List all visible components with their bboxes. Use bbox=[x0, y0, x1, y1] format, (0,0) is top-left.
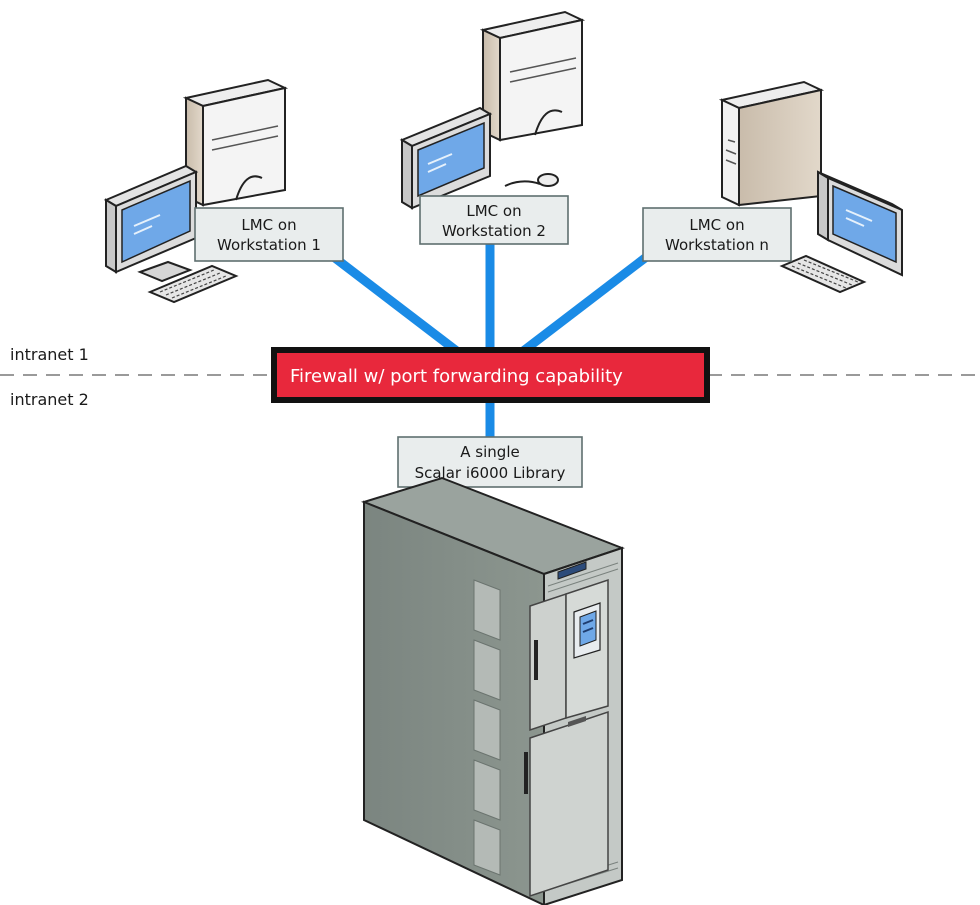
desktop-computer-icon bbox=[399, 10, 586, 210]
link-workstation-n bbox=[519, 254, 648, 356]
library-label: A single Scalar i6000 Library bbox=[397, 436, 583, 488]
link-workstation-1 bbox=[332, 254, 461, 356]
network-links bbox=[332, 240, 648, 440]
zone-label-intranet-1: intranet 1 bbox=[10, 345, 89, 364]
firewall-label: Firewall w/ port forwarding capability bbox=[290, 366, 623, 387]
workstation-n-label: LMC on Workstation n bbox=[642, 207, 792, 262]
library-label-line2: Scalar i6000 Library bbox=[415, 464, 566, 482]
workstation-n-label-line2: Workstation n bbox=[665, 236, 769, 254]
desktop-computer-icon bbox=[718, 80, 903, 294]
workstation-2-label-line1: LMC on bbox=[466, 202, 521, 220]
workstation-2-label: LMC on Workstation 2 bbox=[419, 195, 569, 245]
workstation-1-label-line1: LMC on bbox=[241, 216, 296, 234]
library-label-line1: A single bbox=[460, 443, 519, 461]
tape-library-rack-icon bbox=[360, 476, 625, 905]
desktop-computer-icon bbox=[103, 78, 289, 304]
workstation-1-label: LMC on Workstation 1 bbox=[194, 207, 344, 262]
workstation-2-label-line2: Workstation 2 bbox=[442, 222, 546, 240]
firewall-box: Firewall w/ port forwarding capability bbox=[271, 347, 710, 403]
workstation-n-label-line1: LMC on bbox=[689, 216, 744, 234]
workstation-1-label-line2: Workstation 1 bbox=[217, 236, 321, 254]
zone-label-intranet-2: intranet 2 bbox=[10, 390, 89, 409]
